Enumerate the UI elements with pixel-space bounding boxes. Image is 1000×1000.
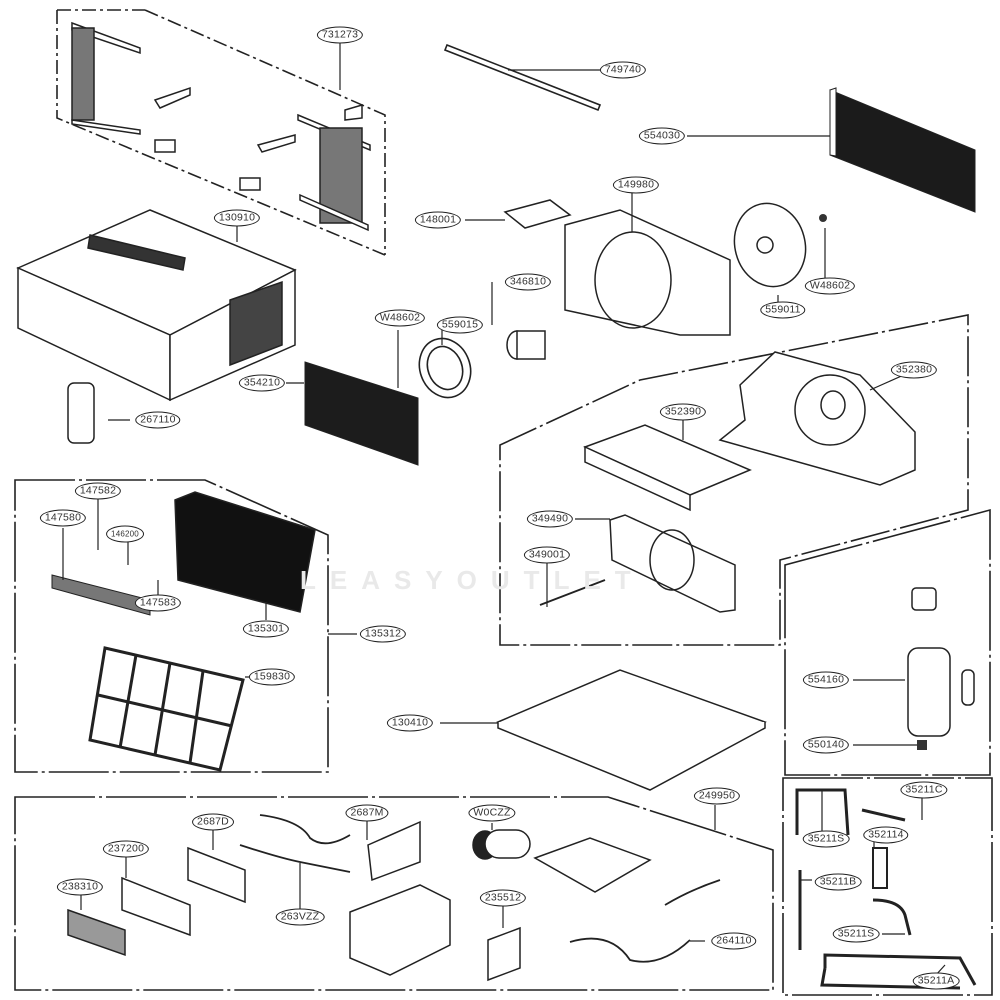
part-label[interactable]: 130410	[386, 714, 434, 732]
part-label[interactable]: 235512	[479, 889, 527, 907]
axial-fan	[733, 202, 807, 288]
part-label[interactable]: 2687M	[345, 804, 389, 822]
part-label[interactable]: 352390	[659, 403, 707, 421]
part-label[interactable]: W0CZZ	[468, 804, 516, 822]
part-label[interactable]: 237200	[102, 840, 150, 858]
air-deflector	[51, 574, 151, 616]
part-label[interactable]: 147583	[134, 594, 182, 612]
part-label[interactable]: 249950	[693, 787, 741, 805]
air-guide-boundary	[499, 314, 969, 646]
compressor-grommet	[917, 740, 927, 750]
wires	[239, 814, 721, 963]
part-label[interactable]: 352380	[890, 361, 938, 379]
part-label[interactable]: 731273	[316, 26, 364, 44]
display-housing	[121, 876, 191, 937]
part-label[interactable]: W48602	[374, 309, 426, 327]
mount-plate	[503, 199, 572, 229]
part-label[interactable]: 554030	[638, 127, 686, 145]
part-label[interactable]: 35211C	[900, 781, 948, 799]
part-label[interactable]: 147580	[39, 509, 87, 527]
part-label[interactable]: 135301	[242, 620, 290, 638]
control-box	[349, 884, 451, 976]
refrigerant-tubes	[795, 788, 977, 990]
tubing-boundary	[782, 777, 993, 996]
main-pcb	[367, 820, 421, 882]
part-label[interactable]: 352114	[863, 826, 909, 844]
part-label[interactable]: 130910	[213, 209, 261, 227]
part-label[interactable]: 146200	[106, 525, 144, 543]
fan-nut	[819, 214, 827, 222]
remote-control	[67, 382, 95, 444]
part-label[interactable]: 35211A	[912, 972, 960, 990]
terminal-board	[487, 926, 521, 982]
orifice-panel	[609, 514, 736, 613]
part-label[interactable]: 349490	[526, 510, 574, 528]
watermark: LEASYOUTLET	[300, 565, 645, 595]
air-guide-housing	[718, 351, 916, 486]
part-label[interactable]: 349001	[523, 546, 571, 564]
condenser-coil	[829, 87, 976, 213]
part-label[interactable]: 2687D	[192, 813, 234, 831]
part-label[interactable]: 149980	[612, 176, 660, 194]
display-cover	[67, 908, 126, 957]
part-label[interactable]: 554160	[802, 671, 850, 689]
part-label[interactable]: 238310	[56, 878, 104, 896]
air-filter	[88, 646, 245, 772]
filter-tray	[583, 424, 752, 512]
control-boundary	[14, 796, 774, 991]
side-curtain-left	[71, 21, 141, 135]
part-label[interactable]: 263VZZ	[275, 908, 325, 926]
compressor	[907, 587, 975, 737]
compressor-boundary	[784, 508, 991, 776]
front-panel	[174, 491, 316, 613]
part-label[interactable]: 147582	[74, 482, 122, 500]
window-strip	[443, 43, 602, 112]
part-label[interactable]: 264110	[711, 932, 757, 950]
display-pcb	[187, 846, 246, 904]
part-label[interactable]: 35211S	[802, 830, 850, 848]
part-label[interactable]: 267110	[135, 411, 181, 429]
part-label[interactable]: 354210	[238, 374, 286, 392]
fan-motor	[506, 330, 546, 360]
front-grille-boundary	[14, 479, 329, 773]
cover-plate	[533, 837, 652, 893]
part-label[interactable]: 346810	[504, 273, 552, 291]
side-curtain-right	[297, 113, 371, 232]
blower-wheel	[418, 337, 472, 399]
evaporator-coil	[304, 361, 419, 466]
part-label[interactable]: 749740	[599, 61, 647, 79]
part-label[interactable]: 148001	[414, 211, 462, 229]
part-label[interactable]: 35211B	[814, 873, 862, 891]
part-label[interactable]: 35211S	[832, 925, 880, 943]
part-label[interactable]: W48602	[804, 277, 856, 295]
window-kit-boundary	[56, 9, 386, 256]
control-parts	[67, 820, 652, 982]
cabinet	[16, 209, 297, 402]
thermistor	[539, 579, 606, 606]
part-label[interactable]: 550140	[802, 736, 850, 754]
part-label[interactable]: 559015	[436, 316, 484, 334]
fan-shroud	[564, 209, 731, 336]
part-label[interactable]: 559011	[760, 301, 806, 319]
leader-lines	[62, 35, 946, 977]
brackets	[153, 86, 363, 191]
base-pan	[496, 669, 767, 791]
part-label[interactable]: 135312	[359, 625, 407, 643]
part-label[interactable]: 159830	[248, 668, 296, 686]
